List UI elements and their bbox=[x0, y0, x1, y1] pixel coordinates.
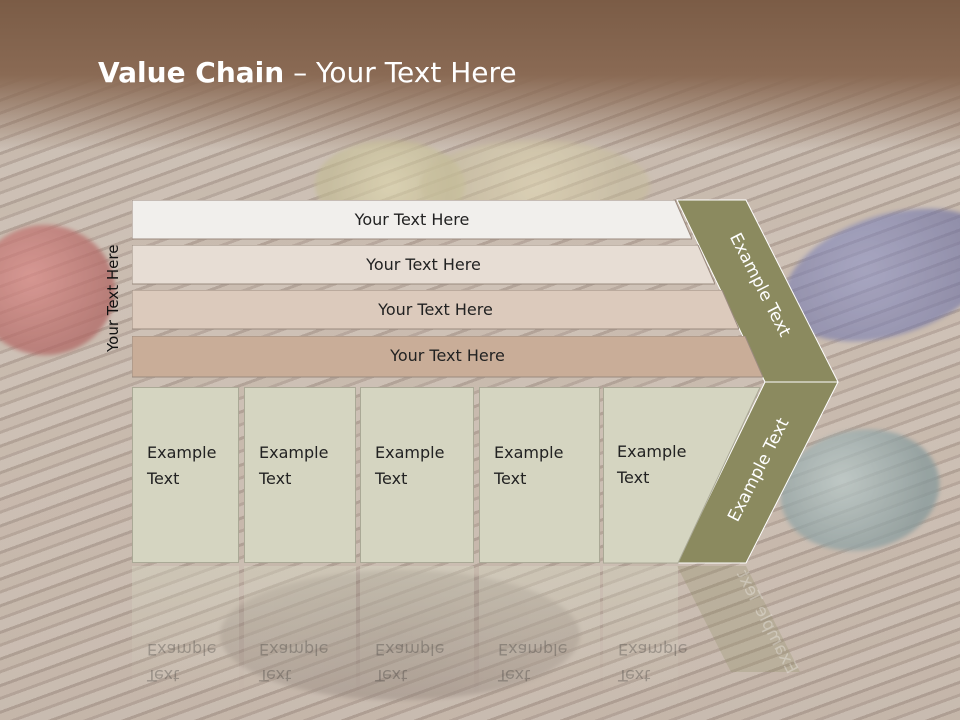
column-5-shape bbox=[603, 387, 761, 564]
column-1[interactable]: Example Text bbox=[132, 387, 239, 563]
column-4-reflection bbox=[479, 566, 600, 696]
column-5-reflection bbox=[603, 566, 678, 696]
bar-3-shape bbox=[132, 290, 739, 330]
column-2-line2: Text bbox=[259, 469, 292, 488]
bar-2-label: Your Text Here bbox=[366, 254, 481, 274]
bar-2[interactable]: Your Text Here bbox=[132, 245, 715, 285]
title-rest: – Your Text Here bbox=[284, 56, 517, 89]
title-bold: Value Chain bbox=[98, 56, 285, 89]
column-4-line1: Example bbox=[494, 443, 564, 462]
bar-3-label: Your Text Here bbox=[378, 299, 493, 319]
bar-1-label: Your Text Here bbox=[354, 209, 470, 229]
bar-4[interactable]: Your Text Here bbox=[132, 336, 763, 378]
bar-2-shape bbox=[132, 245, 715, 285]
bar-4-shape bbox=[132, 336, 763, 378]
column-5[interactable]: Example Text bbox=[603, 387, 703, 563]
column-4[interactable]: Example Text bbox=[479, 387, 600, 563]
column-5-line2: Text bbox=[617, 468, 650, 487]
bar-1[interactable]: Your Text Here bbox=[132, 200, 692, 240]
column-2[interactable]: Example Text bbox=[244, 387, 356, 563]
red-stone-blur bbox=[0, 225, 115, 355]
column-3-reflection bbox=[360, 566, 474, 696]
dark-stone-blur bbox=[220, 570, 580, 700]
bar-3[interactable]: Your Text Here bbox=[132, 290, 739, 330]
column-5-line1: Example bbox=[617, 442, 687, 461]
column-2-line1: Example bbox=[259, 443, 329, 462]
column-3[interactable]: Example Text bbox=[360, 387, 474, 563]
slide-title[interactable]: Value Chain – Your Text Here bbox=[98, 56, 517, 89]
title-band bbox=[0, 0, 960, 150]
column-1-line2: Text bbox=[147, 469, 180, 488]
column-3-line1: Example bbox=[375, 443, 445, 462]
column-3-line2: Text bbox=[375, 469, 408, 488]
chevron-reflection bbox=[677, 566, 800, 672]
column-2-reflection bbox=[244, 566, 356, 696]
bar-1-shape bbox=[132, 200, 692, 240]
column-4-line2: Text bbox=[494, 469, 527, 488]
column-1-line1: Example bbox=[147, 443, 217, 462]
bar-4-label: Your Text Here bbox=[390, 345, 505, 365]
column-1-reflection bbox=[132, 566, 239, 696]
